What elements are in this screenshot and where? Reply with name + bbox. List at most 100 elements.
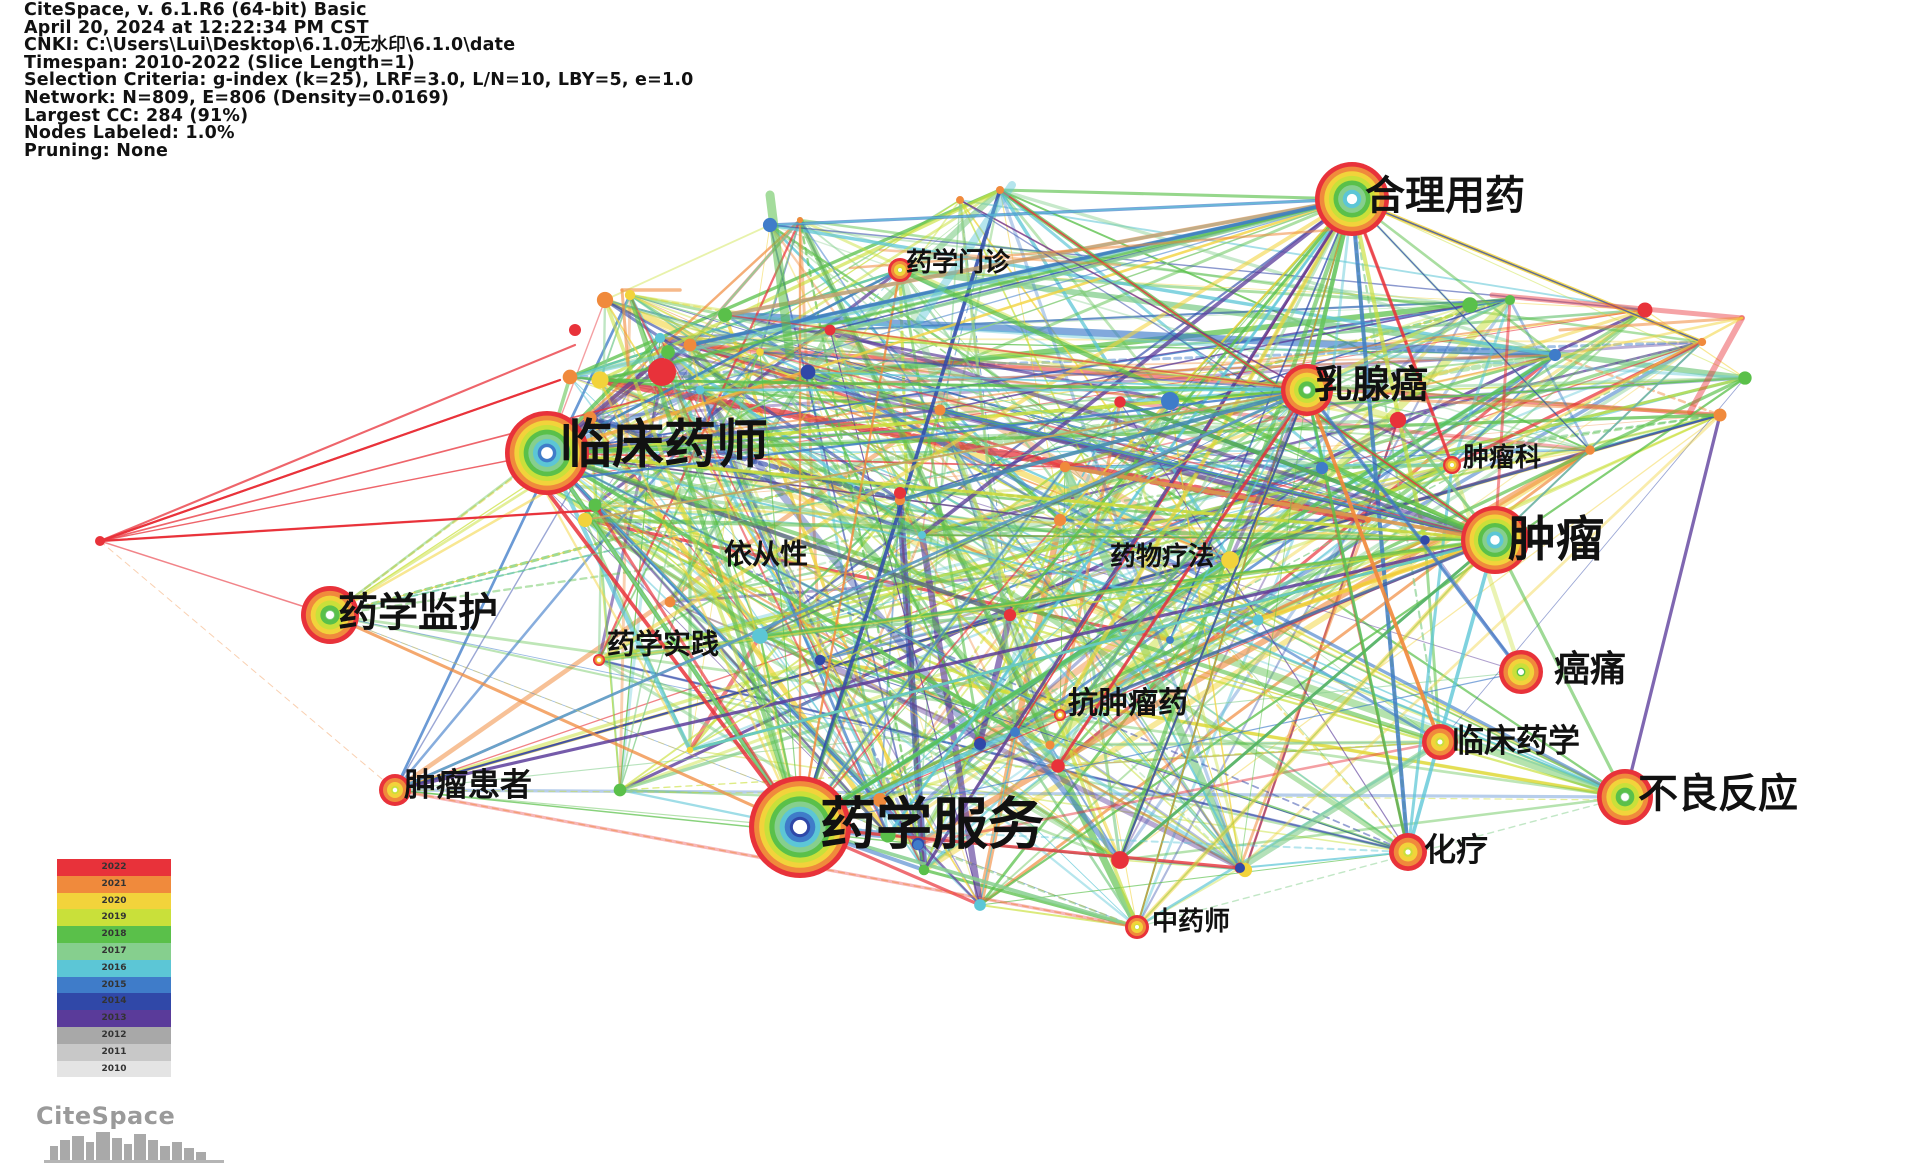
minor-node (1059, 461, 1071, 473)
keyword-node-yaoxue-shijian[interactable]: 药学实践 (593, 628, 719, 667)
keyword-node-yaoxue-menzhen[interactable]: 药学门诊 (888, 247, 1011, 282)
header-line: CiteSpace, v. 6.1.R6 (64-bit) Basic (24, 0, 367, 20)
network-edge (699, 389, 1626, 798)
network-edge (393, 388, 1309, 792)
minor-node (974, 899, 986, 911)
network-edge (759, 351, 1308, 391)
minor-node (796, 216, 804, 224)
network-edge (619, 389, 1308, 791)
keyword-node-aitong[interactable]: 癌痛 (1499, 648, 1626, 694)
network-edge (587, 415, 903, 503)
network-edge (1136, 198, 1353, 928)
legend-year-2016: 2016 (57, 959, 171, 977)
node-core (541, 447, 553, 459)
network-edge (328, 613, 802, 829)
minor-node (956, 196, 964, 204)
keyword-node-yaoxue-fuwu[interactable]: 药学服务 (749, 776, 1044, 878)
network-edge (99, 540, 396, 791)
minor-node (661, 345, 675, 359)
keyword-node-hualiao[interactable]: 化疗 (1389, 831, 1488, 872)
minor-node (1051, 759, 1065, 773)
minor-node (588, 498, 602, 512)
network-edge (589, 417, 1241, 869)
minor-node (913, 840, 923, 850)
network-edge (1118, 538, 1497, 862)
network-edge (768, 223, 1557, 357)
keyword-node-yaowu-liaofa[interactable]: 药物疗法 (1110, 541, 1214, 572)
network-edge (959, 199, 1496, 541)
network-edge (1305, 303, 1472, 392)
network-edge (806, 370, 982, 744)
network-edge (99, 540, 331, 616)
network-edge (1118, 795, 1627, 862)
network-edge (1056, 197, 1354, 768)
network-edge (538, 480, 802, 829)
network-edge (628, 293, 727, 317)
network-edge (545, 451, 1062, 717)
keyword-node-kang-zhongliu-yao[interactable]: 抗肿瘤药 (1054, 686, 1188, 721)
network-edge (769, 224, 1231, 561)
node-core (1346, 193, 1358, 205)
network-edge (545, 268, 902, 455)
keyword-node-zhongliu[interactable]: 肿瘤 (1461, 506, 1604, 574)
keyword-node-zhongliu-huanzhe[interactable]: 肿瘤患者 (379, 766, 532, 807)
keyword-node-linchuang-yaoxue[interactable]: 临床药学 (1422, 722, 1580, 761)
network-edge (1119, 414, 1721, 861)
network-edge (898, 268, 920, 846)
network-edge (759, 351, 801, 828)
network-edge (722, 196, 1355, 318)
keyword-node-yaoxue-jianhu[interactable]: 药学监护 (301, 586, 498, 644)
keyword-node-zhongyaoshi[interactable]: 中药师 (1125, 907, 1230, 939)
network-edge (939, 309, 1646, 411)
network-edge (583, 518, 1497, 542)
minor-node (1462, 297, 1478, 313)
network-edge (979, 731, 1017, 906)
keyword-node-buliang-fanying[interactable]: 不良反应 (1597, 769, 1798, 825)
citespace-logo-skyline (44, 1132, 224, 1163)
header-line: CNKI: C:\Users\Lui\Desktop\6.1.0无水印\6.1.… (24, 35, 516, 56)
network-edge (898, 498, 1627, 799)
network-edge (1056, 388, 1309, 768)
keyword-node-linchuang-yaoshi[interactable]: 临床药师 (505, 411, 768, 495)
network-edge (758, 538, 1497, 638)
network-edge (769, 224, 923, 536)
network-edge (1305, 388, 1454, 467)
network-edge (807, 354, 1556, 373)
network-edge (1169, 389, 1308, 641)
minor-node (591, 371, 609, 389)
network-edge (619, 389, 701, 791)
network-edge (1349, 196, 1411, 855)
keyword-node-ruxianai[interactable]: 乳腺癌 (1281, 362, 1428, 417)
network-edge (393, 538, 1497, 792)
network-edge (1134, 537, 1498, 930)
network-edge (546, 452, 1061, 521)
minor-node (1420, 535, 1430, 545)
keyword-node-zhongliu-ke[interactable]: 肿瘤科 (1443, 442, 1541, 474)
keyword-node-yicongxing[interactable]: 依从性 (724, 538, 808, 571)
network-edge (1063, 465, 1497, 542)
keyword-node-heli-yongyao[interactable]: 合理用药 (1315, 162, 1525, 236)
minor-node (624, 289, 636, 301)
network-edge (1439, 377, 1746, 743)
legend-year-2018: 2018 (57, 926, 171, 943)
network-edge (916, 181, 1016, 324)
network-edge (798, 353, 1557, 829)
network-edge (1239, 389, 1308, 869)
legend-year-2010: 2010 (57, 1060, 171, 1078)
legend-year-2014: 2014 (57, 993, 171, 1011)
network-edge (1048, 388, 1309, 747)
minor-node (95, 536, 105, 546)
network-edge (1305, 298, 1512, 392)
network-edge (698, 388, 920, 846)
network-edge (799, 519, 1061, 828)
node-label: 药物疗法 (1110, 541, 1214, 572)
network-edge (393, 658, 822, 792)
minor-node (1235, 863, 1245, 873)
network-edge (879, 389, 1308, 801)
network-edge (1048, 740, 1442, 747)
network-edge (1350, 197, 1557, 357)
network-edge (1306, 299, 1511, 391)
network-edge (603, 298, 692, 347)
network-edge (99, 452, 548, 542)
